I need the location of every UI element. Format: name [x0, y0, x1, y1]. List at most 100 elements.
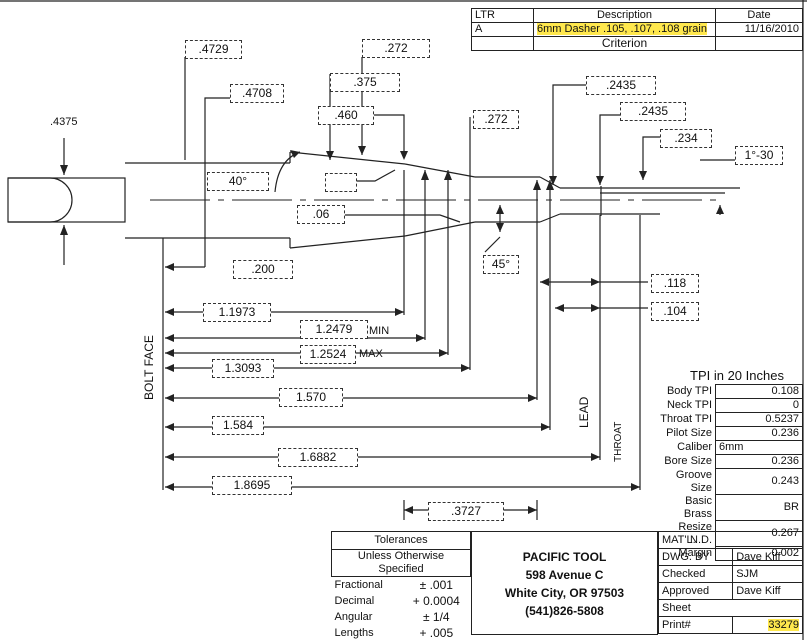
- tpi-row-value: 0: [715, 398, 803, 413]
- shoulder-bottom: [289, 235, 406, 249]
- tpi-row-label: Basic Brass: [683, 494, 712, 520]
- tpi-row-value: 0.5237: [715, 412, 803, 427]
- dim-272a-box: .272: [362, 39, 430, 58]
- tolerance-value: + 0.0004: [412, 593, 460, 608]
- dwg-by-label: DWG. BY: [657, 548, 734, 566]
- dim-12479-box: 1.2479: [300, 320, 368, 339]
- dim-200-box: .200: [233, 260, 293, 279]
- pilot-body: [7, 177, 126, 223]
- date-value: 11/16/2010: [715, 22, 803, 37]
- dim-45-box: 45°: [483, 255, 519, 274]
- dim-4375-label: .4375: [50, 116, 78, 128]
- dim-3727-box: .3727: [428, 502, 504, 521]
- company-block: PACIFIC TOOL 598 Avenue C White City, OR…: [471, 531, 658, 635]
- arrowheads: [60, 146, 724, 514]
- dim-12524-box: 1.2524: [300, 345, 356, 364]
- bolt-face-label: BOLT FACE: [142, 335, 156, 400]
- company-city: White City, OR 97503: [504, 586, 625, 600]
- min-label: MIN: [369, 325, 390, 337]
- tpi-row-value: 6mm: [715, 440, 803, 455]
- sheet-label: Sheet: [658, 599, 803, 617]
- description-value: 6mm Dasher .105, .107, .108 grain: [533, 22, 716, 37]
- neck-bottom-taper: [404, 221, 476, 237]
- dim-460-box: .460: [318, 106, 374, 125]
- tolerances-block: Tolerances Unless Otherwise Specified Fr…: [331, 531, 471, 641]
- dim-1584-box: 1.584: [212, 416, 264, 435]
- dim-18695-box: 1.8695: [212, 476, 292, 495]
- matl-label: MAT'L.: [658, 531, 803, 549]
- dim-1570-box: 1.570: [279, 388, 343, 407]
- date-header: Date: [715, 8, 803, 23]
- tolerances-subtitle: Unless Otherwise Specified: [331, 549, 471, 577]
- dim-16882-box: 1.6882: [278, 448, 358, 467]
- dim-130-box: 1°-30: [735, 146, 783, 165]
- neck-top-taper: [404, 163, 476, 178]
- dim-40-box: 40°: [207, 172, 269, 191]
- leader-40-arc: [274, 151, 301, 193]
- print-value: 33279: [732, 616, 803, 634]
- dim-104-box: .104: [651, 302, 699, 321]
- tpi-row-label: Throat TPI: [660, 413, 712, 425]
- approved-value: Dave Kiff: [732, 582, 803, 600]
- company-address: 598 Avenue C: [525, 568, 604, 582]
- dim-4729-box: .4729: [185, 40, 242, 59]
- dim-13093-box: 1.3093: [212, 359, 274, 378]
- leader-234: [642, 136, 660, 180]
- tpi-row-value: 0.243: [715, 468, 803, 495]
- tolerance-label: Lengths: [334, 626, 374, 639]
- dim-2435a-box: .2435: [586, 76, 656, 95]
- tolerance-value: ± .001: [419, 577, 453, 592]
- company-name: PACIFIC TOOL: [522, 550, 607, 564]
- tolerance-row: Decimal+ 0.0004: [332, 593, 471, 609]
- revision-block: LTR Description Date A 6mm Dasher .105, …: [471, 8, 803, 51]
- tpi-row-value: 0.236: [715, 426, 803, 441]
- approved-label: Approved: [657, 582, 734, 600]
- checked-value: SJM: [732, 565, 803, 583]
- tpi-row-label: Groove Size: [675, 468, 712, 494]
- leader-2435a: [552, 84, 586, 185]
- throat-label: THROAT: [613, 421, 624, 462]
- tpi-row-value: BR: [715, 494, 803, 521]
- leader-2435b: [599, 114, 620, 185]
- dim-272b-box: .272: [473, 110, 519, 129]
- dwg-by-value: Dave Kiff: [732, 548, 803, 566]
- leader-460: [372, 114, 405, 155]
- tpi-row-label: Body TPI: [666, 385, 712, 397]
- tolerance-label: Fractional: [334, 578, 383, 591]
- tpi-title: TPI in 20 Inches: [690, 368, 784, 383]
- tpi-row-value: 0.236: [715, 454, 803, 469]
- tpi-row-label: Caliber: [677, 441, 712, 453]
- tolerance-row: Fractional ± .001: [332, 577, 471, 594]
- leader-4708: [204, 97, 230, 267]
- leader-40-box: [355, 169, 396, 182]
- tolerance-row: Angular± 1/4: [332, 609, 471, 625]
- tolerance-row: Lengths + .005: [332, 625, 471, 641]
- dim-2435b-box: .2435: [620, 102, 686, 121]
- tolerance-value: + .005: [419, 625, 454, 640]
- pilot-nose: [8, 177, 73, 223]
- ltr-value: A: [471, 22, 534, 37]
- checked-label: Checked: [657, 565, 734, 583]
- company-phone: (541)826-5808: [525, 604, 604, 618]
- dim-11973-box: 1.1973: [203, 303, 271, 322]
- tolerance-label: Angular: [334, 610, 373, 623]
- leader-45: [484, 236, 501, 253]
- tpi-row-value: 0.108: [715, 384, 803, 399]
- tpi-row-label: Bore Size: [664, 455, 712, 467]
- dim-234-box: .234: [660, 129, 712, 148]
- max-label: MAX: [359, 348, 383, 360]
- subtitle: Criterion: [533, 36, 716, 51]
- dim-blank-box: [325, 173, 357, 192]
- print-label: Print#: [657, 616, 734, 634]
- tolerances-title: Tolerances: [331, 531, 471, 550]
- dim-4708-box: .4708: [230, 84, 284, 103]
